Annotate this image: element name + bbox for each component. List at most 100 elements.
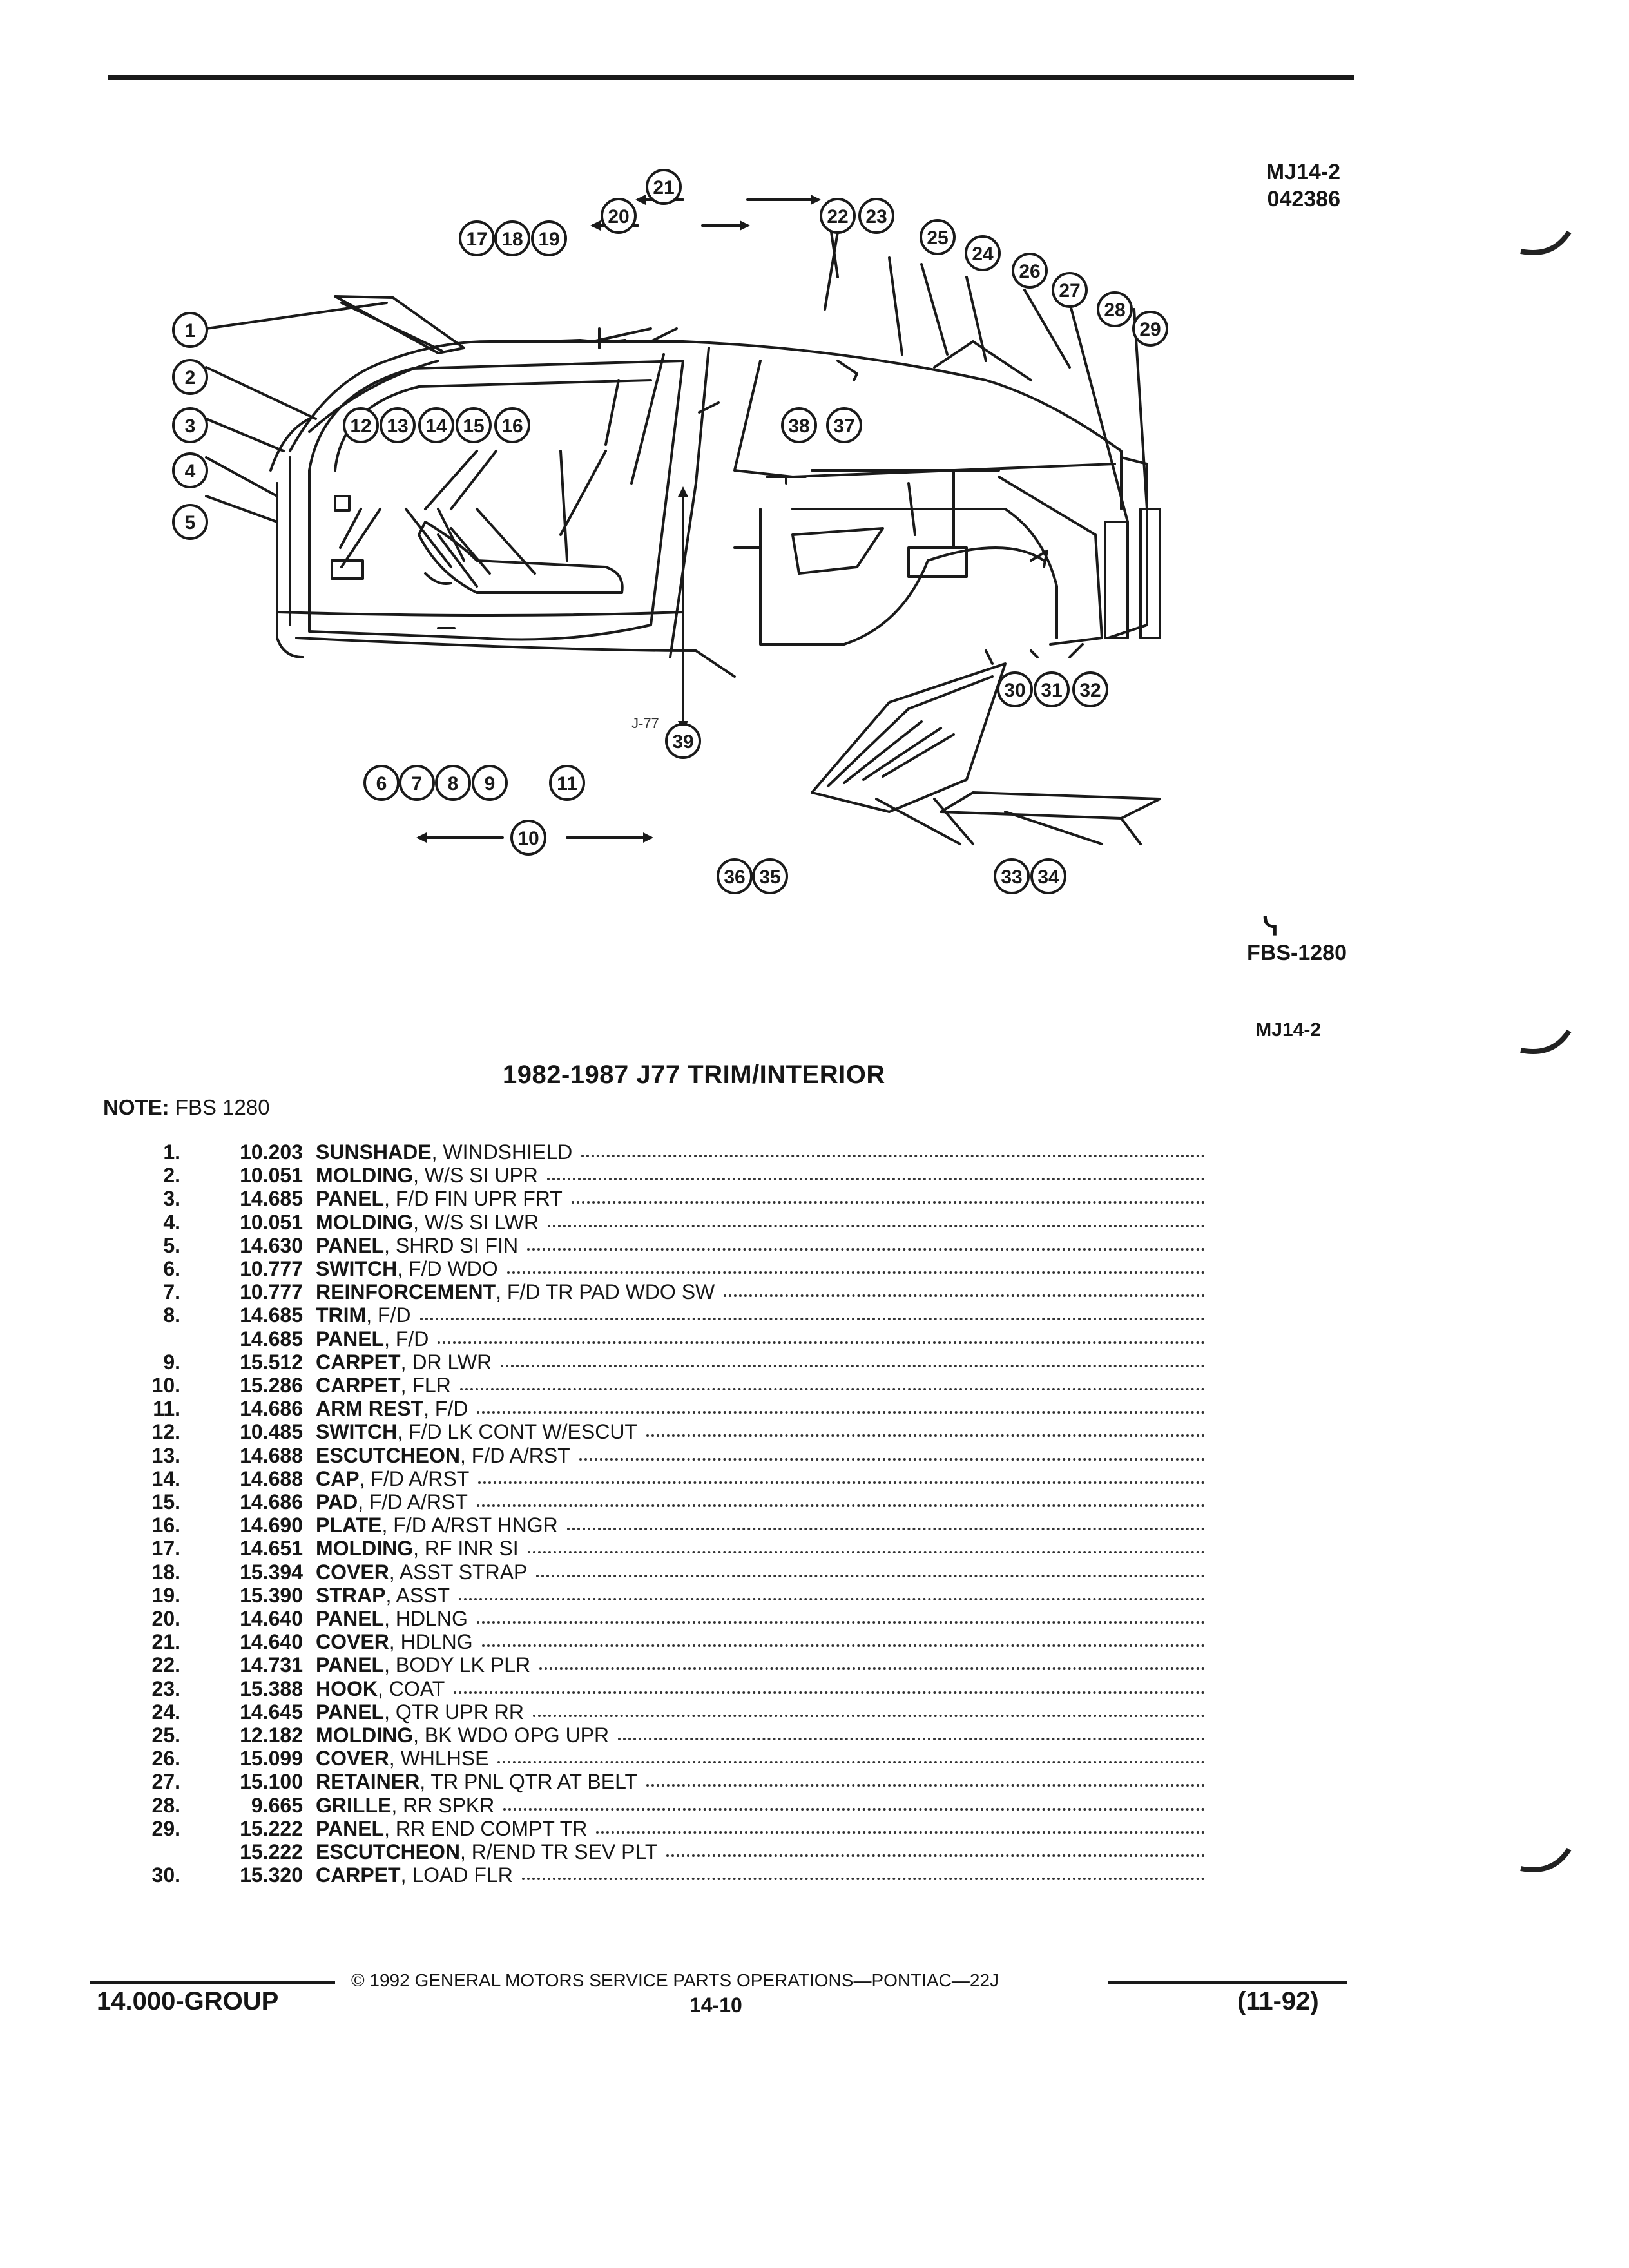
callout-15: 15 xyxy=(463,416,484,437)
part-qualifier: , RF INR SI xyxy=(413,1537,519,1561)
dot-leader xyxy=(438,1341,1205,1344)
part-description: SWITCH, F/D WDO xyxy=(316,1257,498,1280)
part-name: COVER xyxy=(316,1630,389,1654)
part-description: PANEL, HDLNG xyxy=(316,1607,468,1630)
page-title: 1982-1987 J77 TRIM/INTERIOR xyxy=(503,1061,885,1089)
part-code: 14.686 xyxy=(240,1490,303,1514)
callout-31: 31 xyxy=(1041,680,1062,701)
part-qualifier: , DR LWR xyxy=(400,1350,492,1374)
part-description: PANEL, RR END COMPT TR xyxy=(316,1817,587,1840)
part-description: MOLDING, RF INR SI xyxy=(316,1537,519,1560)
part-description: PANEL, SHRD SI FIN xyxy=(316,1234,518,1257)
section-ref: MJ14-2 xyxy=(1255,1019,1321,1041)
trim-interior-illustration: 1 2 3 4 5 6 7 8 9 10 11 12 13 14 15 16 1… xyxy=(172,169,1168,894)
footer-rule-left xyxy=(90,1981,335,1984)
callout-16: 16 xyxy=(501,416,523,437)
callout-13: 13 xyxy=(387,416,408,437)
part-name: SWITCH xyxy=(316,1257,398,1280)
dot-leader xyxy=(533,1714,1205,1717)
part-description: MOLDING, W/S SI UPR xyxy=(316,1164,538,1187)
part-description: PAD, F/D A/RST xyxy=(316,1490,468,1514)
part-description: PLATE, F/D A/RST HNGR xyxy=(316,1514,558,1537)
callout-35: 35 xyxy=(759,867,780,888)
part-code: 14.630 xyxy=(240,1233,303,1257)
part-description: CAP, F/D A/RST xyxy=(316,1467,469,1490)
part-index: 18. xyxy=(151,1560,180,1584)
callout-12: 12 xyxy=(350,416,371,437)
part-name: RETAINER xyxy=(316,1770,420,1794)
dot-leader xyxy=(666,1854,1205,1857)
part-code: 9.665 xyxy=(251,1793,303,1817)
part-name: PANEL xyxy=(316,1233,385,1257)
part-index: 11. xyxy=(153,1397,180,1421)
part-code: 14.640 xyxy=(240,1607,303,1630)
fbs-code: FBS-1280 xyxy=(1247,941,1347,965)
part-name: GRILLE xyxy=(316,1793,392,1817)
part-qualifier: , F/D A/RST HNGR xyxy=(381,1514,558,1537)
part-code: 14.645 xyxy=(240,1700,303,1724)
part-code: 14.688 xyxy=(240,1466,303,1490)
dot-leader xyxy=(618,1738,1205,1740)
part-index: 4. xyxy=(163,1210,180,1234)
part-qualifier: , F/D A/RST xyxy=(460,1443,570,1467)
dot-leader xyxy=(572,1201,1205,1204)
part-description: ESCUTCHEON, F/D A/RST xyxy=(316,1444,570,1467)
part-name: SUNSHADE xyxy=(316,1140,432,1164)
callout-22: 22 xyxy=(827,206,848,227)
top-rule xyxy=(108,75,1354,80)
note-text: FBS 1280 xyxy=(175,1095,270,1119)
part-qualifier: , LOAD FLR xyxy=(400,1863,513,1887)
callout-14: 14 xyxy=(425,416,447,437)
part-name: MOLDING xyxy=(316,1210,414,1234)
part-code: 10.051 xyxy=(240,1210,303,1234)
part-name: ESCUTCHEON xyxy=(316,1840,461,1863)
part-qualifier: , W/S SI LWR xyxy=(413,1210,539,1234)
callout-19: 19 xyxy=(538,229,559,250)
callout-21: 21 xyxy=(653,177,674,198)
part-description: SWITCH, F/D LK CONT W/ESCUT xyxy=(316,1420,637,1443)
callout-8: 8 xyxy=(448,773,459,794)
part-index: 16. xyxy=(151,1514,180,1537)
dot-leader xyxy=(454,1691,1205,1694)
page-number: 14-10 xyxy=(689,1994,742,2017)
callout-26: 26 xyxy=(1019,261,1040,282)
callout-5: 5 xyxy=(185,512,196,533)
part-description: GRILLE, RR SPKR xyxy=(316,1794,494,1817)
part-qualifier: , HDLNG xyxy=(389,1630,473,1654)
part-qualifier: , ASST xyxy=(385,1583,450,1607)
part-name: TRIM xyxy=(316,1303,367,1327)
callout-39: 39 xyxy=(672,731,693,753)
part-code: 15.100 xyxy=(240,1770,303,1794)
part-qualifier: , F/D WDO xyxy=(397,1257,498,1280)
part-code: 10.051 xyxy=(240,1164,303,1187)
part-code: 15.388 xyxy=(240,1677,303,1700)
part-index: 3. xyxy=(163,1187,180,1211)
part-name: ESCUTCHEON xyxy=(316,1443,461,1467)
part-name: CARPET xyxy=(316,1863,401,1887)
callout-18: 18 xyxy=(501,229,523,250)
part-name: COVER xyxy=(316,1747,389,1771)
part-description: ESCUTCHEON, R/END TR SEV PLT xyxy=(316,1840,657,1863)
dot-leader xyxy=(548,1224,1205,1227)
part-qualifier: , COAT xyxy=(378,1677,445,1700)
part-description: MOLDING, BK WDO OPG UPR xyxy=(316,1724,609,1747)
part-code: 14.690 xyxy=(240,1514,303,1537)
part-description: SUNSHADE, WINDSHIELD xyxy=(316,1140,572,1164)
part-code: 14.640 xyxy=(240,1630,303,1654)
part-index: 5. xyxy=(163,1233,180,1257)
part-code: 15.286 xyxy=(240,1374,303,1397)
callout-28: 28 xyxy=(1104,300,1125,321)
group-label: 14.000-GROUP xyxy=(97,1987,279,2015)
part-index: 12. xyxy=(151,1420,180,1444)
part-description: COVER, ASST STRAP xyxy=(316,1561,527,1584)
dot-leader xyxy=(547,1178,1205,1181)
